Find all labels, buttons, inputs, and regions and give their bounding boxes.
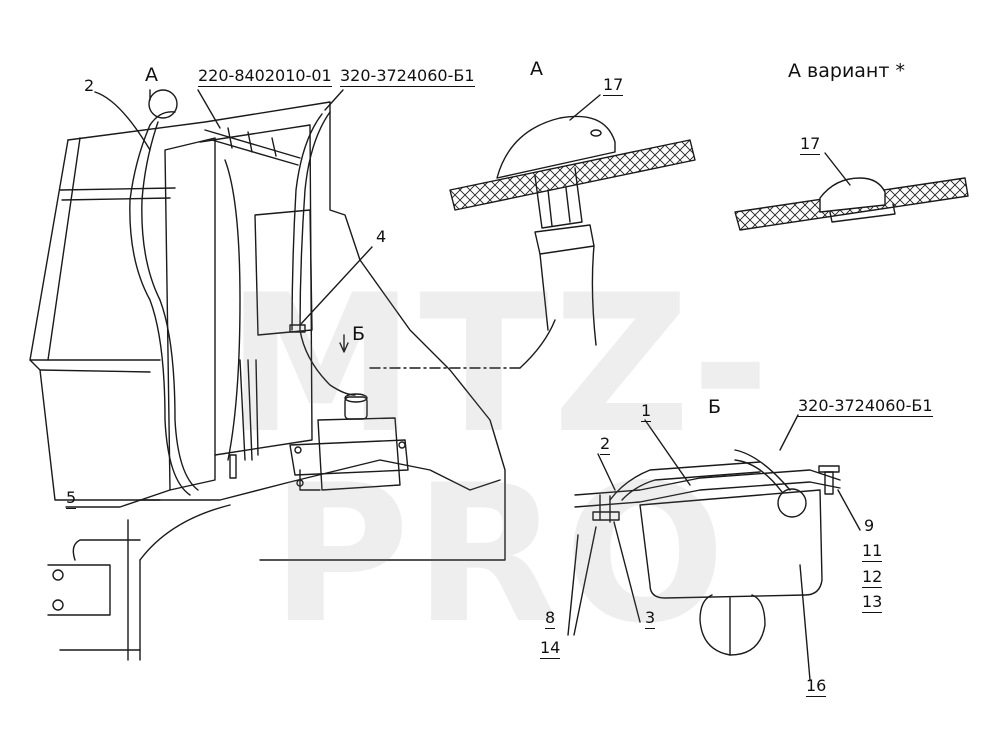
label-item-14: 14 <box>540 638 561 659</box>
label-item-17-a: 17 <box>603 75 624 96</box>
label-item-13: 13 <box>862 592 883 613</box>
label-item-5: 5 <box>66 488 77 509</box>
watermark-text: MTZ-PRO <box>226 254 774 665</box>
label-arrow-b: Б <box>352 323 366 345</box>
label-item-2-b: 2 <box>600 434 611 455</box>
leader-320-b <box>779 414 799 451</box>
leader-2-left <box>94 91 151 151</box>
main-assembly-view <box>29 89 521 661</box>
label-item-12: 12 <box>862 567 883 588</box>
detail-view-a <box>449 115 696 369</box>
label-item-2-left: 2 <box>84 76 95 95</box>
leader-5 <box>65 489 171 508</box>
label-item-16: 16 <box>806 676 827 697</box>
leader-4 <box>299 246 373 326</box>
label-part-220: 220-8402010-01 <box>198 66 332 87</box>
label-item-17-variant: 17 <box>800 134 821 155</box>
leader-17-a <box>569 94 601 121</box>
label-variant-title: А вариант * <box>788 60 905 82</box>
leader-220 <box>197 89 221 129</box>
arrow-b <box>339 334 349 353</box>
leader-17-variant <box>824 152 851 186</box>
label-part-320-b: 320-3724060-Б1 <box>798 396 933 417</box>
detail-view-a-variant <box>734 177 969 231</box>
label-view-b-detail: Б <box>708 396 722 418</box>
leader-320-top <box>324 89 344 111</box>
label-item-8: 8 <box>545 608 556 629</box>
label-part-320-top: 320-3724060-Б1 <box>340 66 475 87</box>
label-item-9: 9 <box>864 516 875 535</box>
label-item-11: 11 <box>862 541 883 562</box>
label-view-a-main: А <box>145 64 158 86</box>
leader-1 <box>644 419 691 486</box>
leader-2-b <box>597 453 616 491</box>
detail-view-b <box>567 449 841 681</box>
label-item-3: 3 <box>645 608 656 629</box>
leader-9 <box>837 489 861 531</box>
label-item-1: 1 <box>641 401 652 422</box>
label-view-a-detail: А <box>530 58 543 80</box>
label-item-4: 4 <box>376 227 387 246</box>
